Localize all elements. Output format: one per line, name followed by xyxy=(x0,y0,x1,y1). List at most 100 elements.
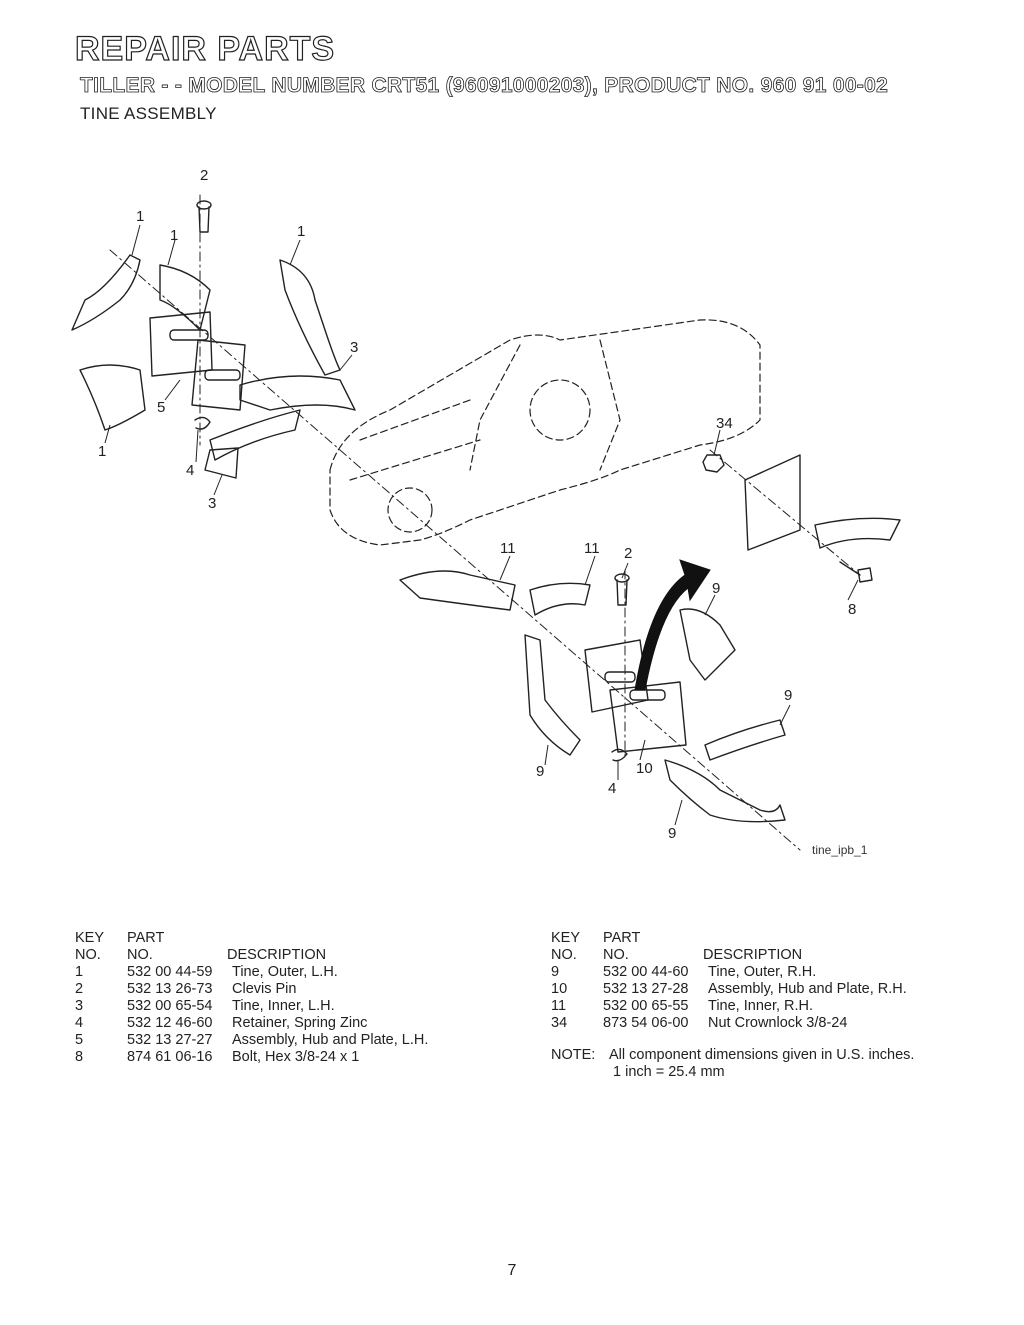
part-no: 874 61 06-16 xyxy=(127,1049,213,1065)
callout-label: 4 xyxy=(186,462,194,479)
table-row: 9 532 00 44-60 Tine, Outer, R.H. xyxy=(551,964,907,981)
part-header: PART xyxy=(127,930,165,946)
callout-label: 2 xyxy=(200,167,208,184)
key-no: 2 xyxy=(75,981,84,997)
part-header-no: NO. xyxy=(127,947,153,963)
left-outer-tine-upper xyxy=(71,254,141,331)
mounting-plate xyxy=(744,454,801,551)
callout-label: 9 xyxy=(668,825,676,842)
part-header: PART xyxy=(603,930,641,946)
part-no: 532 00 44-59 xyxy=(127,964,213,980)
exploded-parts-diagram: 2 1 1 1 3 5 1 4 3 34 8 11 11 2 9 9 9 10 … xyxy=(71,167,901,857)
table-row: 11 532 00 65-55 Tine, Inner, R.H. xyxy=(551,998,907,1015)
note-label: NOTE: xyxy=(551,1047,596,1063)
callout-label: 9 xyxy=(784,687,792,704)
part-no: 532 00 65-54 xyxy=(127,998,213,1014)
left-tine-tip xyxy=(204,447,239,479)
key-no: 1 xyxy=(75,964,84,980)
part-description: Retainer, Spring Zinc xyxy=(232,1015,368,1031)
table-row: 8 874 61 06-16 Bolt, Hex 3/8-24 x 1 xyxy=(75,1049,428,1066)
callout-label: 1 xyxy=(136,208,144,225)
key-header: KEY xyxy=(551,930,581,946)
parts-table-left: KEY PART NO. NO. DESCRIPTION 1 532 00 44… xyxy=(75,930,428,1066)
part-description: Bolt, Hex 3/8-24 x 1 xyxy=(232,1049,360,1065)
callout-labels: 2 1 1 1 3 5 1 4 3 34 8 11 11 2 9 9 9 10 … xyxy=(98,167,856,842)
note-line-1: All component dimensions given in U.S. i… xyxy=(609,1047,915,1063)
left-hub-assembly xyxy=(149,311,246,411)
table-row: 34 873 54 06-00 Nut Crownlock 3/8-24 xyxy=(551,1015,907,1032)
key-header-no: NO. xyxy=(551,947,577,963)
part-no: 873 54 06-00 xyxy=(603,1015,689,1031)
key-no: 11 xyxy=(551,998,567,1014)
table-row: 2 532 13 26-73 Clevis Pin xyxy=(75,981,428,998)
key-no: 34 xyxy=(551,1015,568,1031)
part-no: 532 12 46-60 xyxy=(127,1015,213,1031)
key-no: 5 xyxy=(75,1032,84,1048)
left-inner-tine-3 xyxy=(209,409,301,461)
part-header-no: NO. xyxy=(603,947,629,963)
part-description: Tine, Outer, L.H. xyxy=(232,964,338,980)
table-row: 5 532 13 27-27 Assembly, Hub and Plate, … xyxy=(75,1032,428,1049)
key-header: KEY xyxy=(75,930,105,946)
right-outer-tine-left xyxy=(524,634,581,756)
part-no: 532 13 27-28 xyxy=(603,981,689,997)
clevis-pin-right xyxy=(614,573,630,606)
right-outer-tine-lower xyxy=(664,759,786,823)
part-no: 532 13 26-73 xyxy=(127,981,213,997)
left-outer-tine-lower xyxy=(79,364,146,431)
left-inner-tine-1 xyxy=(159,264,211,331)
part-no: 532 00 65-55 xyxy=(603,998,689,1014)
callout-label: 34 xyxy=(716,415,733,432)
callout-label: 3 xyxy=(208,495,216,512)
table-row: 4 532 12 46-60 Retainer, Spring Zinc xyxy=(75,1015,428,1032)
key-no: 9 xyxy=(551,964,560,980)
part-no: 532 13 27-27 xyxy=(127,1032,213,1048)
part-no: 532 00 44-60 xyxy=(603,964,689,980)
callout-label: 1 xyxy=(170,227,178,244)
callout-label: 3 xyxy=(350,339,358,356)
callout-label: 1 xyxy=(98,443,106,460)
callout-label: 2 xyxy=(624,545,632,562)
description-header: DESCRIPTION xyxy=(227,947,327,963)
right-hub-assembly xyxy=(584,639,687,753)
model-subtitle: TILLER - - MODEL NUMBER CRT51 (960910002… xyxy=(80,74,889,98)
callout-label: 4 xyxy=(608,780,616,797)
retainer-left xyxy=(194,416,211,430)
section-title: TINE ASSEMBLY xyxy=(80,104,217,123)
callout-label: 9 xyxy=(712,580,720,597)
note-line-2: 1 inch = 25.4 mm xyxy=(613,1064,725,1080)
callout-label: 11 xyxy=(500,540,516,557)
callout-label: 8 xyxy=(848,601,856,618)
right-outer-tine-upper xyxy=(679,608,736,681)
right-inner-tine-3 xyxy=(704,719,786,761)
clevis-pin-top xyxy=(196,200,212,233)
callout-label: 5 xyxy=(157,399,165,416)
part-description: Assembly, Hub and Plate, R.H. xyxy=(708,981,907,997)
part-description: Clevis Pin xyxy=(232,981,297,997)
callout-label: 10 xyxy=(636,760,653,777)
key-no: 8 xyxy=(75,1049,84,1065)
tiller-housing xyxy=(329,319,761,546)
page-number: 7 xyxy=(507,1262,517,1279)
callout-label: 11 xyxy=(584,540,600,557)
parts-table-right: KEY PART NO. NO. DESCRIPTION 9 532 00 44… xyxy=(551,930,907,1032)
crownlock-nut xyxy=(702,454,725,473)
table-row: 10 532 13 27-28 Assembly, Hub and Plate,… xyxy=(551,981,907,998)
table-row: 1 532 00 44-59 Tine, Outer, L.H. xyxy=(75,964,428,981)
page-title: REPAIR PARTS xyxy=(74,29,336,68)
part-description: Tine, Inner, R.H. xyxy=(708,998,814,1014)
part-description: Tine, Inner, L.H. xyxy=(232,998,335,1014)
part-description: Assembly, Hub and Plate, L.H. xyxy=(232,1032,429,1048)
key-no: 10 xyxy=(551,981,568,997)
note: NOTE: All component dimensions given in U… xyxy=(551,1047,914,1081)
key-no: 4 xyxy=(75,1015,84,1031)
key-header-no: NO. xyxy=(75,947,101,963)
right-inner-tine-1 xyxy=(399,570,516,611)
side-shield xyxy=(814,517,901,549)
hex-bolt xyxy=(839,561,873,583)
part-description: Tine, Outer, R.H. xyxy=(708,964,817,980)
right-inner-tine-2 xyxy=(529,582,591,616)
callout-label: 9 xyxy=(536,763,544,780)
table-row: 3 532 00 65-54 Tine, Inner, L.H. xyxy=(75,998,428,1015)
retainer-right xyxy=(611,748,628,762)
